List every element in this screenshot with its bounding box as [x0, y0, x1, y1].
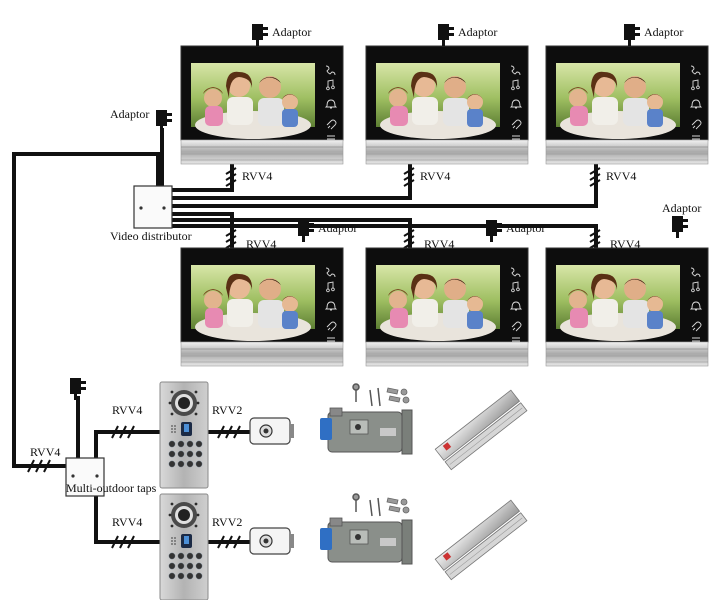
indoor-monitor-6 — [545, 247, 709, 367]
cable-tap-panel-2 — [94, 492, 162, 544]
magnetic-lock-2 — [434, 499, 528, 581]
adaptor-label: Adaptor — [506, 221, 545, 235]
diagram-labels: Adaptor Adaptor Adaptor Adaptor Adaptor … — [30, 25, 701, 529]
indoor-monitor-4 — [180, 247, 344, 367]
electric-lock-1 — [319, 383, 413, 455]
adaptor-icon — [486, 220, 502, 242]
adaptor-label: Adaptor — [644, 25, 683, 39]
adaptor-label: Adaptor — [458, 25, 497, 39]
exit-button-2 — [249, 527, 295, 555]
cable-tap-panel-1 — [94, 430, 162, 462]
adaptor-label: Adaptor — [272, 25, 311, 39]
indoor-monitor-3 — [545, 45, 709, 165]
indoor-monitor-2 — [365, 45, 529, 165]
cable-bottom-middle — [170, 218, 412, 252]
adaptor-icon — [672, 216, 688, 238]
rvv-break-marks — [27, 167, 601, 549]
rvv2-label: RVV2 — [212, 403, 242, 417]
adaptor-icon — [624, 24, 640, 46]
rvv4-label: RVV4 — [606, 169, 636, 183]
rvv4-label: RVV4 — [112, 403, 142, 417]
adaptor-label: Adaptor — [110, 107, 149, 121]
magnetic-lock-1 — [434, 389, 528, 471]
adaptor-label: Adaptor — [318, 221, 357, 235]
multi-outdoor-taps-label: Multi-outdoor taps — [66, 481, 157, 495]
rvv4-label: RVV4 — [242, 169, 272, 183]
rvv4-label: RVV4 — [610, 237, 640, 251]
adaptor-icon — [298, 220, 314, 242]
cable-top-middle — [170, 162, 412, 200]
outdoor-panel-1 — [159, 381, 209, 489]
rvv4-label: RVV4 — [424, 237, 454, 251]
video-distributor-label: Video distributor — [110, 229, 192, 243]
adaptor-icon — [252, 24, 268, 46]
rvv4-label: RVV4 — [112, 515, 142, 529]
rvv2-label: RVV2 — [212, 515, 242, 529]
adaptor-label: Adaptor — [662, 201, 701, 215]
outdoor-panel-2 — [159, 493, 209, 600]
indoor-monitor-5 — [365, 247, 529, 367]
rvv4-label: RVV4 — [30, 445, 60, 459]
cable-top-right — [170, 162, 598, 208]
electric-lock-2 — [319, 493, 413, 565]
adaptor-icon — [438, 24, 454, 46]
exit-button-1 — [249, 417, 295, 445]
multi-outdoor-taps — [65, 457, 105, 497]
indoor-monitor-1 — [180, 45, 344, 165]
rvv4-label: RVV4 — [246, 237, 276, 251]
rvv4-label: RVV4 — [420, 169, 450, 183]
video-distributor — [133, 185, 173, 229]
cable-top-left — [170, 162, 234, 192]
